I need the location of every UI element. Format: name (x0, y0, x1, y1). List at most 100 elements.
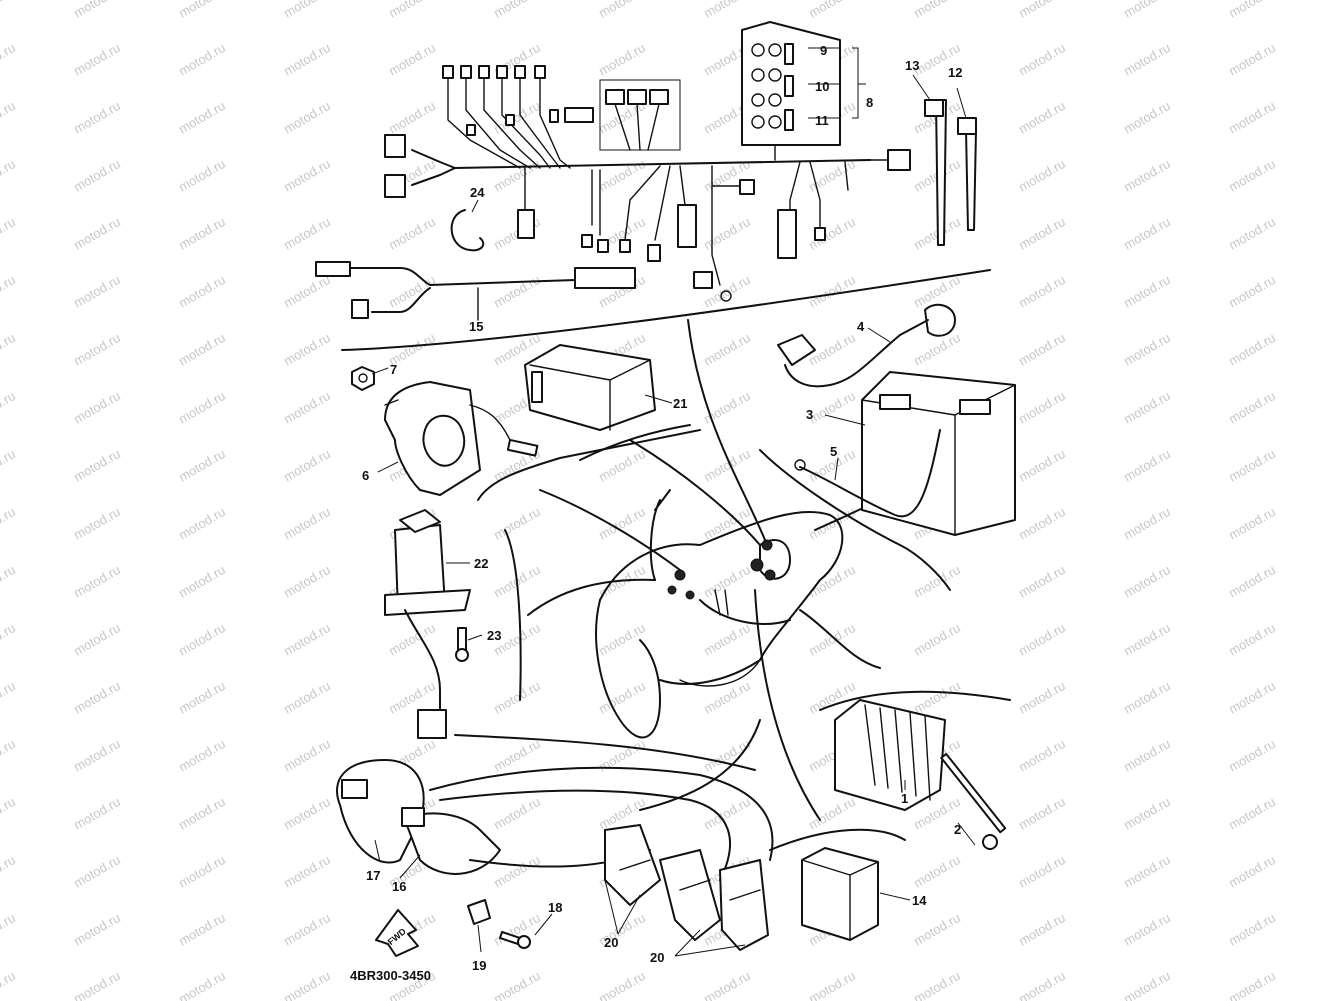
watermark-text: motod.ru (0, 562, 18, 601)
watermark-text: motod.ru (386, 40, 438, 79)
watermark-text: motod.ru (1016, 388, 1068, 427)
watermark-text: motod.ru (0, 852, 18, 891)
callout-20-upper: 20 (604, 935, 618, 950)
callout-19: 19 (472, 958, 486, 973)
watermark-text: motod.ru (71, 852, 123, 891)
watermark-text: motod.ru (71, 214, 123, 253)
watermark-text: motod.ru (1121, 98, 1173, 137)
watermark-text: motod.ru (806, 0, 858, 21)
watermark-text: motod.ru (176, 736, 228, 775)
watermark-text: motod.ru (281, 620, 333, 659)
watermark-text: motod.ru (1226, 40, 1278, 79)
watermark-text: motod.ru (596, 446, 648, 485)
watermark-text: motod.ru (701, 0, 753, 21)
watermark-text: motod.ru (71, 0, 123, 21)
callout-16: 16 (392, 879, 406, 894)
watermark-text: motod.ru (701, 504, 753, 543)
watermark-text: motod.ru (1121, 562, 1173, 601)
watermark-text: motod.ru (1331, 0, 1334, 21)
watermark-text: motod.ru (0, 156, 18, 195)
watermark-text: motod.ru (0, 678, 18, 717)
watermark-text: motod.ru (0, 40, 18, 79)
watermark-text: motod.ru (1226, 272, 1278, 311)
watermark-text: motod.ru (71, 156, 123, 195)
watermark-text: motod.ru (491, 852, 543, 891)
watermark-text: motod.ru (176, 620, 228, 659)
watermark-text: motod.ru (0, 620, 18, 659)
leader-lines (454, 319, 1011, 851)
watermark-text: motod.ru (1226, 330, 1278, 369)
watermark-text: motod.ru (1226, 214, 1278, 253)
watermark-text: motod.ru (281, 0, 333, 21)
callout-13: 13 (905, 58, 919, 73)
watermark-text: motod.ru (911, 620, 963, 659)
watermark-text: motod.ru (1016, 156, 1068, 195)
watermark-text: motod.ru (71, 736, 123, 775)
watermark-text: motod.ru (701, 214, 753, 253)
watermark-text: motod.ru (281, 272, 333, 311)
part-code: 4BR300-3450 (350, 968, 431, 983)
callout-5: 5 (830, 444, 837, 459)
watermark-text: motod.ru (596, 968, 648, 1001)
watermark-text: motod.ru (701, 330, 753, 369)
watermark-text: motod.ru (1016, 504, 1068, 543)
watermark-text: motod.ru (1121, 852, 1173, 891)
callout-3: 3 (806, 407, 813, 422)
watermark-text: motod.ru (281, 504, 333, 543)
watermark-text: motod.ru (71, 968, 123, 1001)
watermark-text: motod.ru (1121, 40, 1173, 79)
callout-18: 18 (548, 900, 562, 915)
watermark-text: motod.ru (1226, 156, 1278, 195)
watermark-text: motod.ru (281, 388, 333, 427)
callout-12: 12 (948, 65, 962, 80)
watermark-text: motod.ru (701, 620, 753, 659)
watermark-text: motod.ru (911, 0, 963, 21)
watermark-text: motod.ru (71, 794, 123, 833)
watermark-text: motod.ru (1121, 272, 1173, 311)
watermark-text: motod.ru (0, 794, 18, 833)
watermark-text: motod.ru (0, 968, 18, 1001)
watermark-text: motod.ru (1226, 736, 1278, 775)
watermark-text: motod.ru (911, 678, 963, 717)
watermark-text: motod.ru (176, 0, 228, 21)
watermark-text: motod.ru (1226, 98, 1278, 137)
watermark-text: motod.ru (0, 272, 18, 311)
watermark-text: motod.ru (176, 330, 228, 369)
watermark-text: motod.ru (1226, 620, 1278, 659)
watermark-text: motod.ru (911, 968, 963, 1001)
watermark-text: motod.ru (1226, 504, 1278, 543)
watermark-text: motod.ru (1121, 678, 1173, 717)
watermark-text: motod.ru (1121, 388, 1173, 427)
watermark-text: motod.ru (1121, 620, 1173, 659)
watermark-text: motod.ru (806, 968, 858, 1001)
watermark-text: motod.ru (1226, 678, 1278, 717)
watermark-text: motod.ru (176, 156, 228, 195)
watermark-text: motod.ru (176, 562, 228, 601)
watermark-text: motod.ru (491, 272, 543, 311)
watermark-text: motod.ru (71, 678, 123, 717)
watermark-text: motod.ru (1016, 620, 1068, 659)
watermark-text: motod.ru (491, 736, 543, 775)
watermark-text: motod.ru (1226, 794, 1278, 833)
watermark-text: motod.ru (1226, 968, 1278, 1001)
watermark-text: motod.ru (176, 446, 228, 485)
watermark-text: motod.ru (176, 910, 228, 949)
watermark-text: motod.ru (701, 968, 753, 1001)
watermark-text: motod.ru (1016, 910, 1068, 949)
watermark-text: motod.ru (1016, 98, 1068, 137)
callout-10: 10 (815, 79, 829, 94)
watermark-text: motod.ru (386, 98, 438, 137)
watermark-text: motod.ru (491, 968, 543, 1001)
watermark-text: motod.ru (71, 388, 123, 427)
watermark-text: motod.ru (491, 794, 543, 833)
watermark-text: motod.ru (701, 446, 753, 485)
watermark-text: motod.ru (491, 0, 543, 21)
watermark-text: motod.ru (71, 446, 123, 485)
watermark-text: motod.ru (281, 446, 333, 485)
watermark-text: motod.ru (0, 98, 18, 137)
watermark-text: motod.ru (1121, 794, 1173, 833)
watermark-text: motod.ru (281, 330, 333, 369)
watermark-text: motod.ru (1121, 156, 1173, 195)
callout-17: 17 (366, 868, 380, 883)
callout-11: 11 (815, 113, 829, 128)
